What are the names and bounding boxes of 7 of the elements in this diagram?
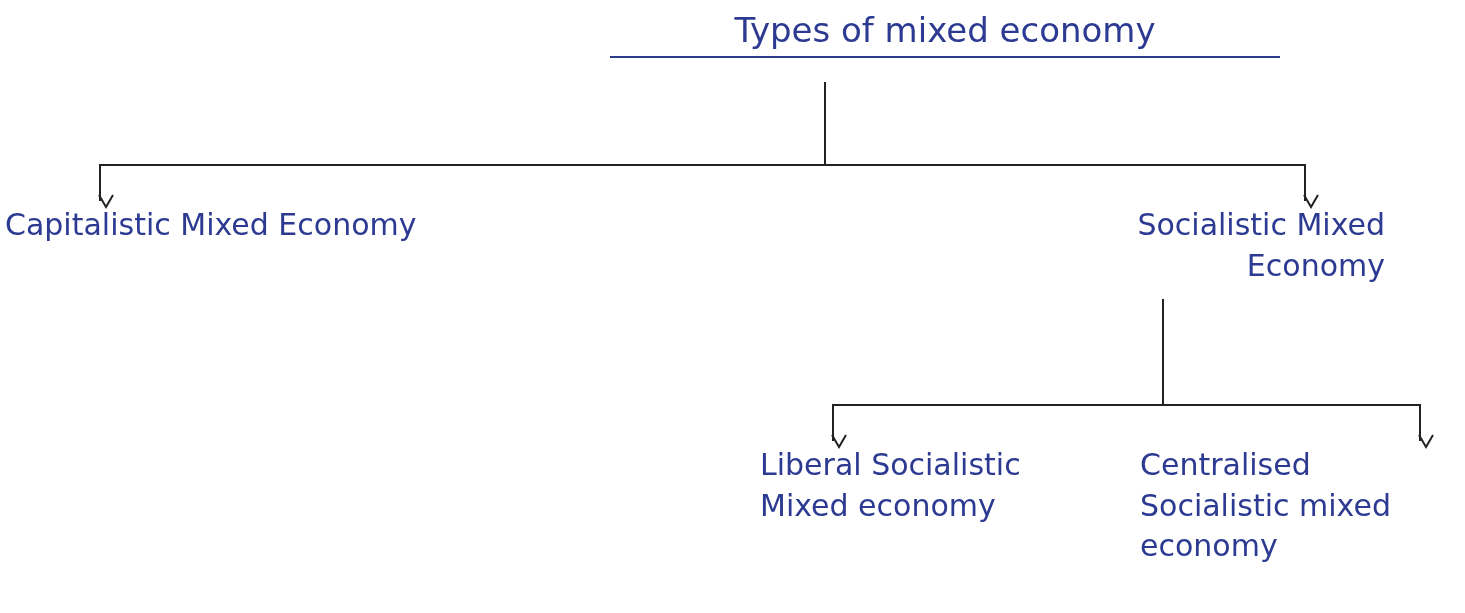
category-label: Centralised Socialistic mixed economy <box>1140 445 1460 567</box>
arrow <box>1162 298 1434 448</box>
underlined-heading: Types of mixed economy <box>610 8 1280 58</box>
category-label: Liberal Socialistic Mixed economy <box>760 445 1110 526</box>
category-label: Capitalistic Mixed Economy <box>5 205 485 246</box>
arrow <box>824 81 1319 208</box>
category-label: Socialistic Mixed Economy <box>1005 205 1385 286</box>
